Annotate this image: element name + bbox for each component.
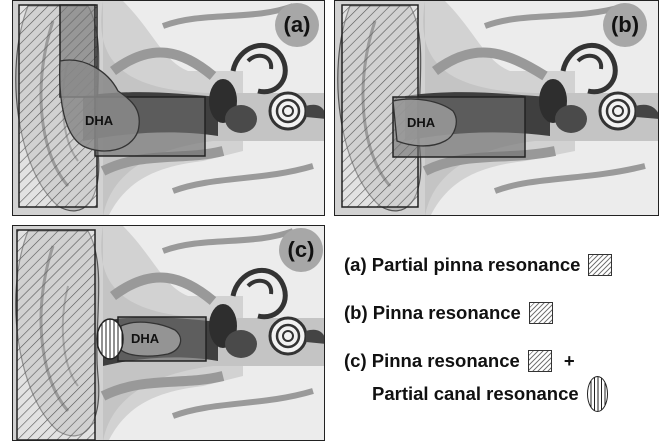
legend-text-c: (c) Pinna resonance (344, 350, 520, 372)
ear-anatomy-c (13, 226, 325, 441)
panel-b: DHA (b) (334, 0, 659, 216)
panel-c: DHA (c) (12, 225, 325, 441)
legend-row-c2: Partial canal resonance (372, 376, 608, 412)
hatch-swatch-icon (588, 254, 612, 276)
legend-text-c2: Partial canal resonance (372, 383, 579, 405)
legend-plus: + (564, 350, 575, 372)
panel-a: DHA (a) (12, 0, 325, 216)
legend-row-b: (b) Pinna resonance (344, 302, 553, 324)
legend-text-a: (a) Partial pinna resonance (344, 254, 580, 276)
dha-label-c: DHA (131, 331, 159, 346)
hatch-swatch-icon (528, 350, 552, 372)
hatch-swatch-icon (529, 302, 553, 324)
panel-label-a: (a) (275, 3, 319, 47)
legend-row-a: (a) Partial pinna resonance (344, 254, 612, 276)
dha-label-a: DHA (85, 113, 113, 128)
panel-label-c: (c) (279, 228, 323, 272)
legend-text-b: (b) Pinna resonance (344, 302, 521, 324)
panel-label-b: (b) (603, 3, 647, 47)
dha-label-b: DHA (407, 115, 435, 130)
legend-row-c: (c) Pinna resonance + (344, 350, 575, 372)
vertical-hatch-oval-icon (587, 376, 608, 412)
